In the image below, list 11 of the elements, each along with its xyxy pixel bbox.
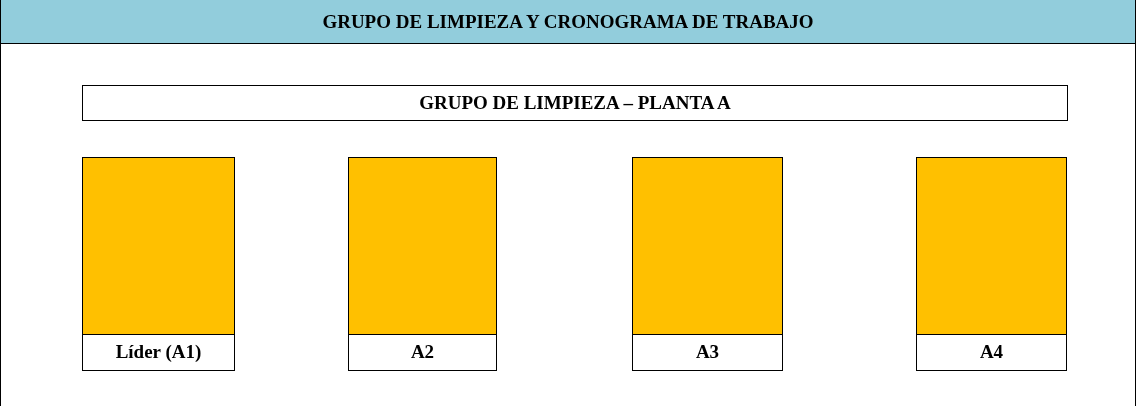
member-name: A2	[409, 341, 436, 363]
member-card	[82, 157, 235, 371]
frame-heading: GRUPO DE LIMPIEZA Y CRONOGRAMA DE TRABAJO	[321, 11, 815, 33]
group-heading: GRUPO DE LIMPIEZA – PLANTA A	[418, 92, 732, 114]
member-name: Líder (A1)	[114, 341, 203, 363]
group-heading-box	[82, 85, 1068, 121]
member-card	[916, 157, 1067, 371]
member-name: A3	[694, 341, 721, 363]
member-name: A4	[978, 341, 1005, 363]
member-card	[348, 157, 497, 371]
member-card	[632, 157, 783, 371]
